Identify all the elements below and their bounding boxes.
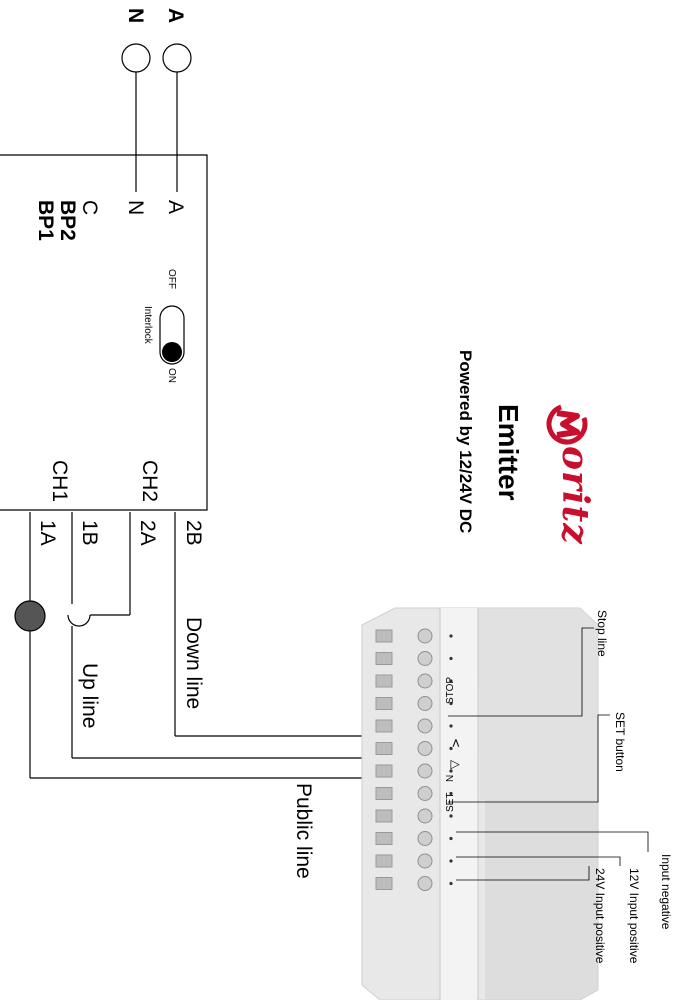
device-set-mark: SET xyxy=(445,792,456,812)
terminal-screw xyxy=(417,628,433,644)
terminal-slot xyxy=(375,629,393,643)
moritz-m-logo-icon xyxy=(546,403,588,445)
terminal-dot xyxy=(449,634,453,638)
input-negative-label: Input negative xyxy=(659,854,673,930)
terminal-screw xyxy=(417,808,433,824)
callout-input-negative xyxy=(456,831,649,852)
terminal-slot xyxy=(375,719,393,733)
terminal-screw xyxy=(417,853,433,869)
terminal-dot xyxy=(449,859,453,863)
terminal-dot xyxy=(449,814,453,818)
terminal-c-label: C xyxy=(78,200,101,216)
terminal-slot xyxy=(375,697,393,710)
terminal-screw xyxy=(417,831,433,846)
terminal-screw xyxy=(417,651,433,666)
device-n-mark: N xyxy=(445,774,456,782)
ch2-label: CH2 xyxy=(138,460,161,503)
terminal-n-label: N xyxy=(124,200,147,216)
ch1-label: CH1 xyxy=(48,460,71,503)
terminal-screw xyxy=(417,876,433,891)
terminal-dot xyxy=(449,679,453,683)
terminal-1a-label: 1A xyxy=(36,520,59,546)
input-terminal-a xyxy=(162,43,192,73)
terminal-dot xyxy=(449,724,453,728)
terminal-slot xyxy=(375,832,393,845)
terminal-slot xyxy=(375,742,393,755)
top-label-a: A xyxy=(164,8,187,24)
terminal-slot xyxy=(375,787,393,800)
controller-box xyxy=(0,154,208,511)
terminal-dot xyxy=(449,836,453,841)
device-subtitle: Powered by 12/24V DC xyxy=(456,350,475,534)
input-terminal-n xyxy=(121,43,151,73)
terminal-dot xyxy=(449,746,453,751)
terminal-slot xyxy=(375,764,393,778)
callout-set-button xyxy=(448,714,610,803)
brand-logo: oritz xyxy=(545,402,596,545)
terminal-screw xyxy=(417,718,433,734)
terminal-dot xyxy=(449,656,453,661)
terminal-slot xyxy=(375,854,393,868)
terminal-screw xyxy=(417,673,433,689)
terminal-slot xyxy=(375,652,393,665)
terminal-slot xyxy=(375,877,393,890)
terminal-bp1-label: BP1 xyxy=(34,200,57,241)
terminal-screw xyxy=(417,696,433,711)
switch-off-label: OFF xyxy=(166,269,177,289)
public-line-label: Public line xyxy=(292,783,315,879)
brand-logo-text: oritz xyxy=(554,446,596,545)
terminal-a-label: A xyxy=(164,200,187,215)
switch-interlock-label: Interlock xyxy=(142,306,153,344)
terminal-bp2-label: BP2 xyxy=(56,200,79,241)
screw-terminal-block xyxy=(375,628,453,891)
terminal-slot xyxy=(375,674,393,688)
up-arrow-mark: < xyxy=(449,738,463,748)
terminal-dot xyxy=(449,701,453,706)
input-12v-label: 12V Input positive xyxy=(627,868,641,964)
down-arrow-mark: △ xyxy=(449,760,463,770)
stop-line-label: Stop line xyxy=(595,610,609,657)
device-stop-mark: STOP xyxy=(445,676,456,704)
top-label-n: N xyxy=(124,8,147,24)
emitter-device xyxy=(361,607,599,1000)
terminal-1b-label: 1B xyxy=(78,520,101,546)
device-title: Emitter xyxy=(493,404,524,501)
terminal-dot xyxy=(449,881,453,886)
terminal-screw xyxy=(417,741,433,756)
interlock-switch-knob xyxy=(162,342,182,362)
terminal-dot xyxy=(449,769,453,773)
terminal-2b-label: 2B xyxy=(182,520,205,546)
down-line-label: Down line xyxy=(182,617,205,710)
terminal-dot xyxy=(449,791,453,796)
terminal-2a-label: 2A xyxy=(136,520,159,546)
callout-24v xyxy=(456,866,590,881)
up-line-label: Up line xyxy=(78,663,101,729)
set-button-label: SET button xyxy=(613,712,627,772)
terminal-screw xyxy=(417,763,433,779)
input-24v-label: 24V Input positive xyxy=(593,868,607,964)
callout-12v xyxy=(456,856,621,866)
callout-stop-line xyxy=(448,627,594,717)
junction-node xyxy=(14,600,46,632)
terminal-slot xyxy=(375,809,393,823)
switch-on-label: ON xyxy=(166,368,177,383)
wire-crossover xyxy=(67,614,91,627)
terminal-screw xyxy=(417,786,433,801)
